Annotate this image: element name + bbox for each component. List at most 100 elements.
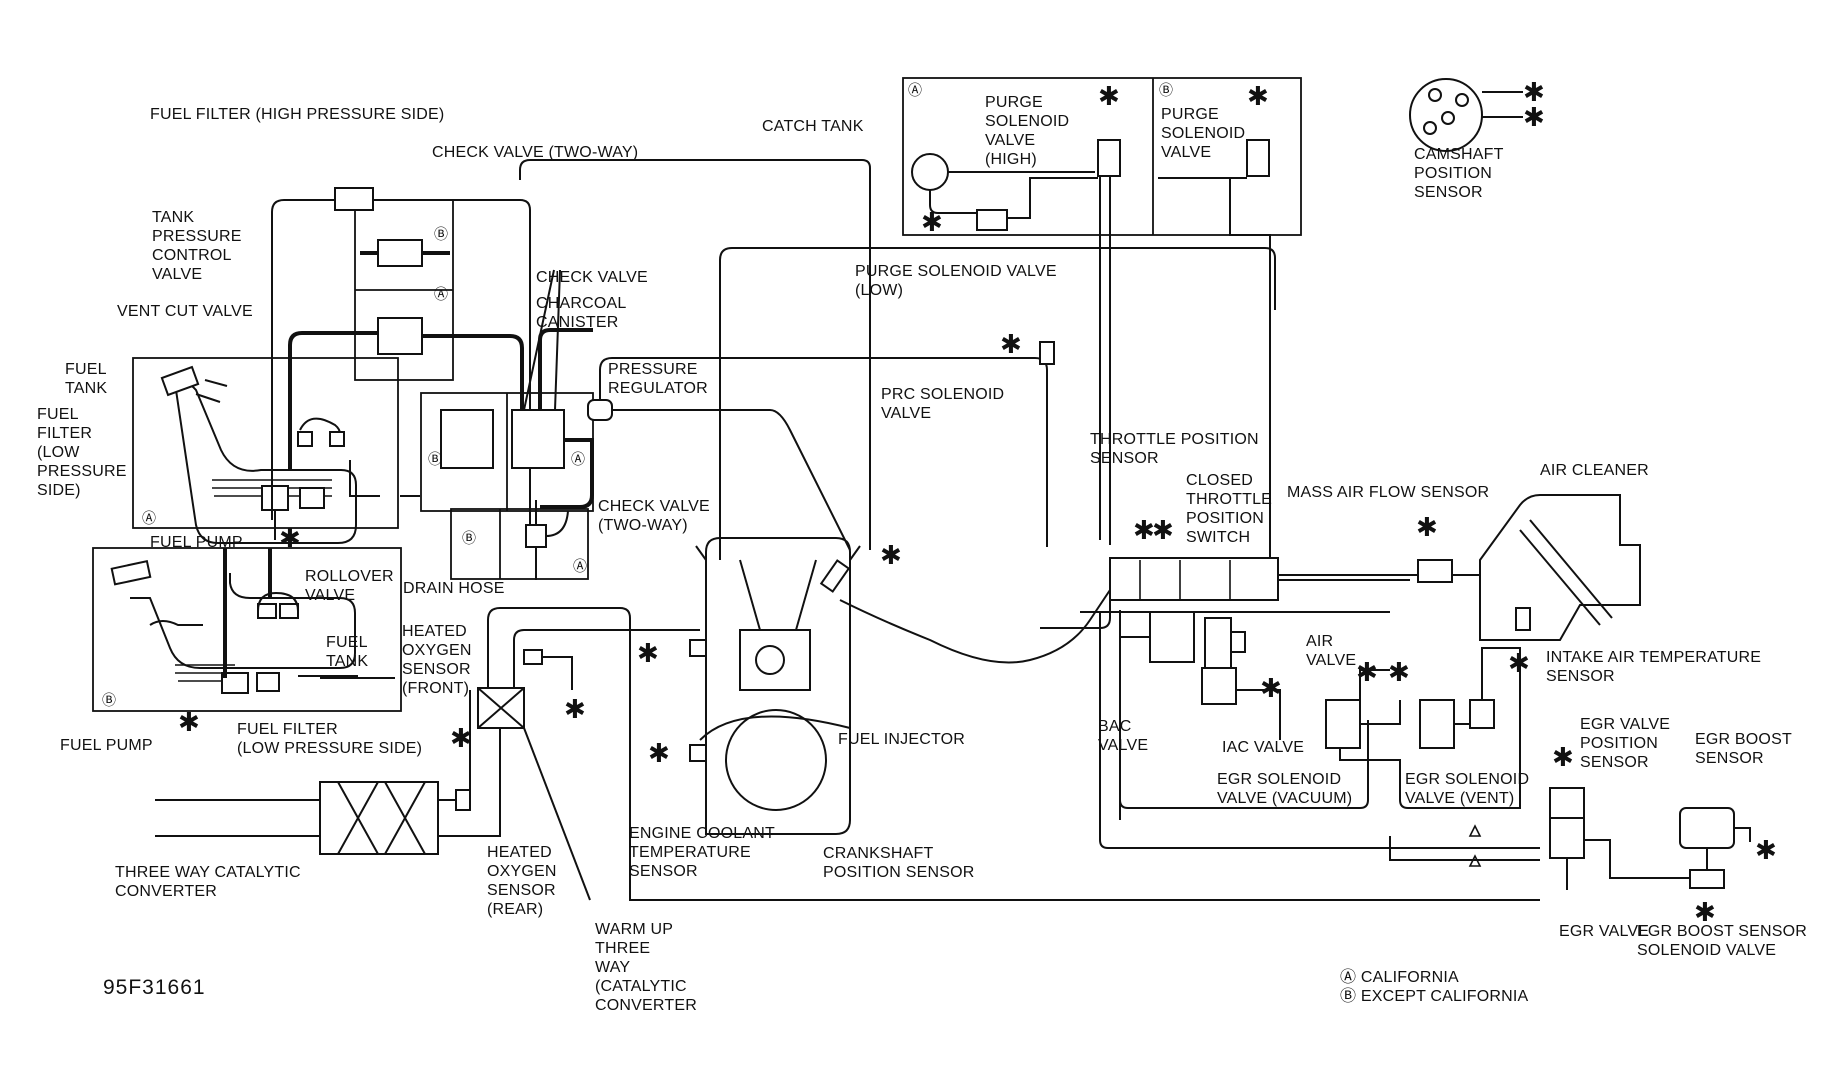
label-check-valve-two-way-top: CHECK VALVE (TWO-WAY) — [432, 144, 639, 161]
egr-solenoid-valve-vent — [1419, 699, 1455, 749]
legend-california: Ⓐ CALIFORNIA — [1340, 969, 1459, 986]
label-egr-solenoid-valve-vacuum: EGR SOLENOID VALVE (VACUUM) — [1217, 771, 1353, 807]
purge-solenoid-valve-low — [976, 209, 1008, 231]
star-marker: ✱ — [279, 524, 301, 554]
marker-b: Ⓑ — [428, 452, 442, 468]
air-cleaner — [1479, 494, 1641, 641]
marker-a: Ⓐ — [573, 559, 587, 575]
label-egr-valve: EGR VALVE — [1559, 923, 1650, 940]
label-purge-solenoid-valve-high: PURGE SOLENOID VALVE (HIGH) — [985, 94, 1070, 168]
exhaust-pipe — [155, 799, 320, 837]
label-warm-up-three-way: WARM UP THREE WAY (CATALYTIC CONVERTER — [595, 921, 697, 1014]
label-egr-boost-sensor-solenoid-valve: EGR BOOST SENSOR SOLENOID VALVE — [1637, 923, 1808, 959]
label-fuel-filter-low-b: FUEL FILTER (LOW PRESSURE SIDE) — [237, 721, 423, 757]
label-drain-hose: DRAIN HOSE — [403, 580, 505, 597]
label-fuel-pump-b: FUEL PUMP — [60, 737, 153, 754]
label-crankshaft-position-sensor: CRANKSHAFT POSITION SENSOR — [823, 845, 975, 881]
label-camshaft-position-sensor: CAMSHAFT POSITION SENSOR — [1414, 146, 1504, 201]
label-air-valve: AIR VALVE — [1306, 633, 1357, 669]
label-egr-boost-sensor: EGR BOOST SENSOR — [1695, 731, 1792, 767]
marker-b: Ⓑ — [462, 531, 476, 547]
marker-b: Ⓑ — [1159, 83, 1173, 99]
star-marker: ✱ — [1694, 898, 1716, 928]
label-throttle-position-sensor: THROTTLE POSITION SENSOR — [1090, 431, 1259, 467]
heated-oxygen-sensor-front — [523, 649, 543, 665]
marker-a: Ⓐ — [571, 452, 585, 468]
star-marker: ✱ — [648, 739, 670, 769]
rollover-valve-a2 — [329, 431, 345, 447]
star-marker: ✱ — [1356, 658, 1378, 688]
label-vent-cut-valve: VENT CUT VALVE — [117, 303, 253, 320]
purge-section-box — [902, 77, 1302, 236]
label-egr-solenoid-valve-vent: EGR SOLENOID VALVE (VENT) — [1405, 771, 1530, 807]
star-marker: ✱ — [1000, 330, 1022, 360]
label-tank-pressure-control-valve: TANK PRESSURE CONTROL VALVE — [152, 209, 242, 283]
star-marker: ✱ — [1247, 82, 1269, 112]
bac-valve — [1149, 611, 1195, 663]
marker-a: Ⓐ — [142, 511, 156, 527]
three-way-catalytic-converter — [319, 781, 439, 855]
label-charcoal-canister: CHARCOAL CANISTER — [536, 295, 627, 331]
pressure-regulator — [587, 399, 613, 421]
catch-tank — [911, 153, 949, 191]
fuel-tank-a-box — [132, 357, 399, 529]
fuel-pump-b — [221, 672, 249, 694]
star-marker: ✱ — [450, 724, 472, 754]
label-purge-solenoid-valve-b: PURGE SOLENOID VALVE — [1161, 106, 1246, 161]
star-marker: ✱ — [1552, 743, 1574, 773]
star-marker: ✱ — [1416, 513, 1438, 543]
egr-boost-sensor — [1679, 807, 1735, 849]
fuel-tank-a — [174, 383, 357, 544]
label-catch-tank: CATCH TANK — [762, 118, 864, 135]
legend-except-california: Ⓑ EXCEPT CALIFORNIA — [1340, 988, 1529, 1005]
label-prc-solenoid-valve: PRC SOLENOID VALVE — [881, 386, 1005, 422]
intake-air-temp-sensor — [1515, 607, 1531, 631]
label-air-cleaner: AIR CLEANER — [1540, 462, 1649, 479]
label-heated-oxygen-sensor-rear: HEATED OXYGEN SENSOR (REAR) — [487, 844, 557, 918]
star-marker: ✱ — [921, 208, 943, 238]
fuel-filter-low-a — [299, 487, 325, 509]
fuel-filter-low-b — [256, 672, 280, 692]
egr-boost-sensor-solenoid-valve — [1689, 869, 1725, 889]
star-marker: ✱ — [564, 695, 586, 725]
fuel-filter-high — [334, 187, 374, 211]
heated-oxygen-sensor-rear — [455, 789, 471, 811]
star-marker: ✱ — [1523, 103, 1545, 133]
label-bac-valve: BAC VALVE — [1098, 718, 1149, 754]
engine-coolant-sensor — [689, 639, 707, 657]
prc-solenoid-valve — [1039, 341, 1055, 365]
figure-code: 95F31661 — [103, 976, 206, 999]
star-marker: ✱ — [1508, 649, 1530, 679]
label-fuel-filter-high: FUEL FILTER (HIGH PRESSURE SIDE) — [150, 106, 445, 123]
label-engine-coolant-temperature-sensor: ENGINE COOLANT TEMPERATURE SENSOR — [629, 825, 775, 880]
label-heated-oxygen-sensor-front: HEATED OXYGEN SENSOR (FRONT) — [402, 623, 472, 697]
mass-air-flow-sensor — [1417, 559, 1453, 583]
marker-a: Ⓐ — [434, 287, 448, 303]
label-fuel-tank-a: FUEL TANK — [65, 361, 108, 397]
label-egr-valve-position-sensor: EGR VALVE POSITION SENSOR — [1580, 716, 1671, 771]
crankshaft — [725, 709, 827, 811]
rollover-valve-a1 — [297, 431, 313, 447]
label-fuel-tank-b: FUEL TANK — [326, 634, 369, 670]
label-closed-throttle-position-switch: CLOSED THROTTLE POSITION SWITCH — [1186, 472, 1273, 546]
star-marker: ✱ — [637, 639, 659, 669]
label-fuel-filter-low-a: FUEL FILTER (LOW PRESSURE SIDE) — [37, 406, 127, 499]
fuel-tank-b-box — [92, 547, 402, 712]
label-iac-valve: IAC VALVE — [1222, 739, 1305, 756]
check-valve-two-way-mid — [525, 524, 547, 548]
egr-valve — [1549, 817, 1585, 859]
charcoal-canister-b — [440, 409, 494, 469]
crankshaft-sensor — [689, 744, 707, 762]
star-marker: ✱ — [1152, 516, 1174, 546]
egr-valve-position-sensor — [1549, 787, 1585, 819]
label-rollover-valve: ROLLOVER VALVE — [305, 568, 394, 604]
star-marker: ✱ — [1388, 658, 1410, 688]
label-fuel-pump-a: FUEL PUMP — [150, 534, 243, 551]
star-marker: ✱ — [1755, 836, 1777, 866]
tank-pressure-control-valve — [377, 317, 423, 355]
air-valve — [1204, 617, 1232, 669]
star-marker: ✱ — [1098, 82, 1120, 112]
marker-a: Ⓐ — [908, 83, 922, 99]
high-pressure-fuel-line — [271, 199, 335, 520]
star-marker: ✱ — [1133, 516, 1155, 546]
